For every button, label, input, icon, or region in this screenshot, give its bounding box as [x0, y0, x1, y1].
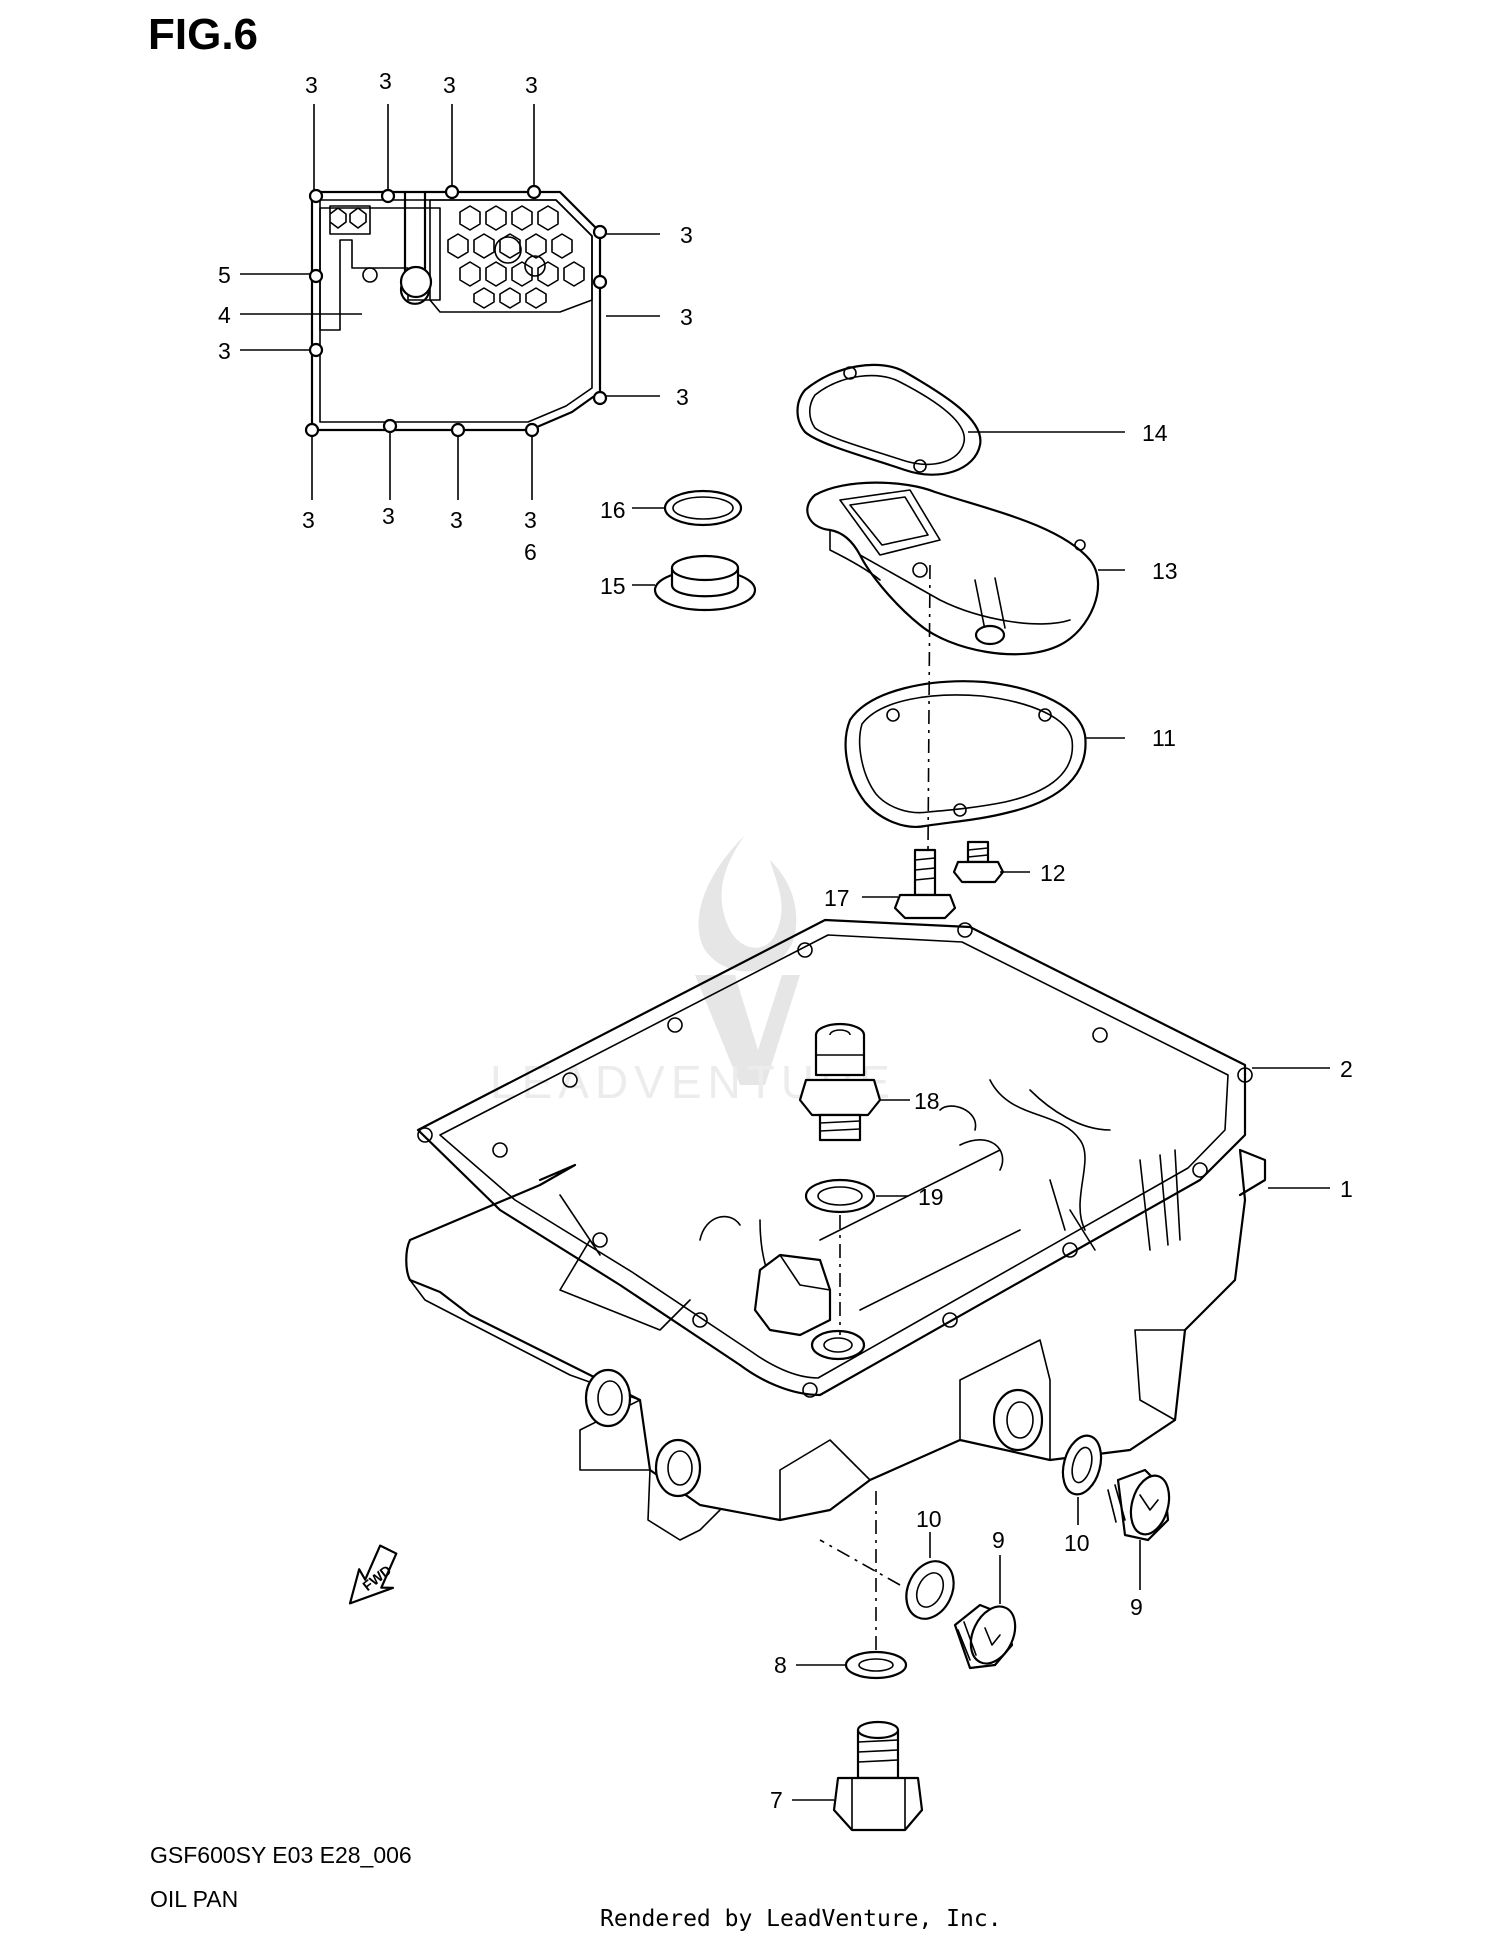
part-14-gasket — [796, 363, 1125, 476]
callout-3: 3 — [450, 507, 463, 533]
callout-14: 14 — [1142, 420, 1168, 446]
part-13-cover — [806, 481, 1125, 656]
part-16-o-ring — [632, 489, 743, 527]
callout-8: 8 — [774, 1652, 787, 1678]
forward-direction-arrow: FWD — [348, 1544, 398, 1605]
callout-16: 16 — [600, 497, 626, 523]
callout-3: 3 — [524, 507, 537, 533]
callout-3: 3 — [305, 72, 318, 98]
callout-labels: 14 16 13 15 11 17 12 2 18 1 19 10 9 10 9… — [600, 420, 1353, 1813]
callout-6: 6 — [524, 539, 537, 565]
callout-15: 15 — [600, 573, 626, 599]
callout-12: 12 — [1040, 860, 1066, 886]
callout-13: 13 — [1152, 558, 1178, 584]
inset-callout-labels: 3 3 3 3 3 3 3 5 4 3 3 3 3 3 6 — [218, 68, 693, 565]
part-12-bolt — [952, 840, 1030, 884]
leadventure-watermark: LEADVENTURE — [490, 835, 890, 1108]
figure-title: FIG.6 — [148, 10, 259, 59]
part-15-grommet — [632, 554, 757, 612]
gasket-bolt-holes — [417, 922, 1253, 1398]
callout-10: 10 — [916, 1506, 942, 1532]
diagram-name: OIL PAN — [150, 1886, 239, 1912]
callout-17: 17 — [824, 885, 850, 911]
part-1-oil-pan — [405, 1079, 1330, 1541]
render-credit: Rendered by LeadVenture, Inc. — [600, 1906, 1002, 1932]
callout-2: 2 — [1340, 1056, 1353, 1082]
callout-9: 9 — [1130, 1594, 1143, 1620]
callout-18: 18 — [914, 1088, 940, 1114]
callout-1: 1 — [1340, 1176, 1353, 1202]
part-9-plug-right — [1107, 1468, 1171, 1590]
callout-3: 3 — [680, 222, 693, 248]
part-10-washer-right — [1061, 1434, 1103, 1525]
part-7-drain-plug — [792, 1720, 924, 1832]
callout-19: 19 — [918, 1184, 944, 1210]
part-10-washer-lower — [819, 1532, 955, 1620]
model-code: GSF600SY E03 E28_006 — [150, 1842, 412, 1868]
callout-10: 10 — [1064, 1530, 1090, 1556]
callout-3: 3 — [382, 503, 395, 529]
callout-11: 11 — [1152, 725, 1176, 751]
callout-3: 3 — [379, 68, 392, 94]
callout-3: 3 — [302, 507, 315, 533]
callout-3: 3 — [443, 72, 456, 98]
inset-oil-strainer-view — [240, 104, 660, 500]
part-2-oil-pan-gasket — [416, 918, 1330, 1398]
callout-7: 7 — [770, 1787, 783, 1813]
part-9-plug-lower — [953, 1555, 1017, 1670]
callout-3: 3 — [525, 72, 538, 98]
part-11-gasket — [844, 680, 1125, 828]
callout-5: 5 — [218, 262, 231, 288]
strainer-mesh — [329, 205, 585, 309]
part-17-bolt — [862, 848, 957, 920]
assembly-axis-17 — [927, 564, 931, 851]
part-18-oil-pressure-switch — [798, 1022, 910, 1142]
callout-3: 3 — [676, 384, 689, 410]
callout-3: 3 — [218, 338, 231, 364]
callout-9: 9 — [992, 1527, 1005, 1553]
callout-4: 4 — [218, 302, 231, 328]
part-8-drain-washer — [796, 1490, 908, 1680]
part-19-washer — [804, 1178, 908, 1335]
inset-bolt-holes — [304, 184, 608, 438]
callout-3: 3 — [680, 304, 693, 330]
assembly-axis-10 — [819, 1539, 901, 1586]
